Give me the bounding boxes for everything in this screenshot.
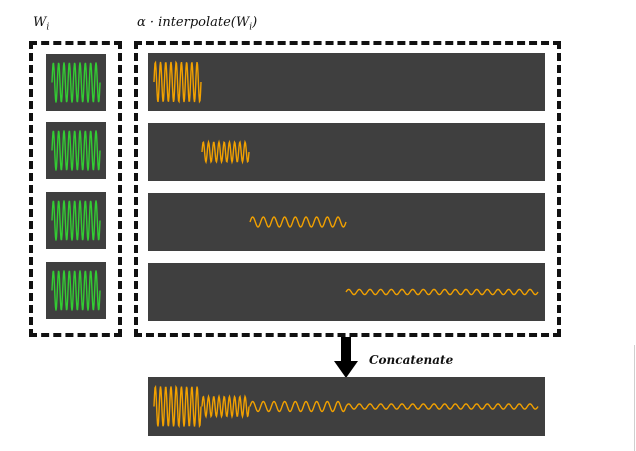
interp-wave-1 [153, 60, 202, 104]
weight-panel-2 [46, 122, 106, 179]
interp-panel-1 [148, 53, 545, 111]
weight-panel-3 [46, 192, 106, 249]
weight-wave-4 [51, 270, 101, 311]
interp-panel-2 [148, 123, 545, 181]
weight-wave-3-path [51, 200, 101, 241]
weight-wave-2 [51, 130, 101, 171]
weights-dashed-box [29, 41, 122, 337]
concat-wave-path [153, 384, 539, 429]
weight-wave-4-path [51, 270, 101, 311]
weights-label: Wi [33, 16, 49, 33]
concatenate-label: Concatenate [369, 353, 454, 367]
concat-wave [153, 384, 539, 429]
interp-wave-3 [249, 216, 347, 228]
weights-label-main: W [33, 15, 47, 30]
interp-wave-4-path [345, 288, 539, 296]
weight-wave-2-path [51, 130, 101, 171]
weight-wave-1 [51, 62, 101, 103]
interp-wave-3-path [249, 216, 347, 228]
interpolated-dashed-box [134, 41, 561, 337]
interp-panel-3 [148, 193, 545, 251]
interp-wave-2-path [201, 139, 250, 165]
weight-wave-1-path [51, 62, 101, 103]
interpolate-label-prefix: α · interpolate(W [137, 15, 250, 30]
interpolate-label: α · interpolate(Wi) [137, 16, 257, 33]
edge-divider [634, 345, 635, 451]
concat-panel [148, 377, 545, 436]
interp-wave-2 [201, 139, 250, 165]
weights-label-sub: i [46, 22, 50, 33]
interp-panel-4 [148, 263, 545, 321]
interp-wave-1-path [153, 60, 202, 104]
interp-wave-4 [345, 288, 539, 296]
weight-panel-1 [46, 54, 106, 111]
weight-panel-4 [46, 262, 106, 319]
interpolate-label-sub: i [249, 22, 253, 33]
interpolate-label-suffix: ) [252, 15, 258, 30]
down-arrow-icon [334, 337, 358, 379]
weight-wave-3 [51, 200, 101, 241]
